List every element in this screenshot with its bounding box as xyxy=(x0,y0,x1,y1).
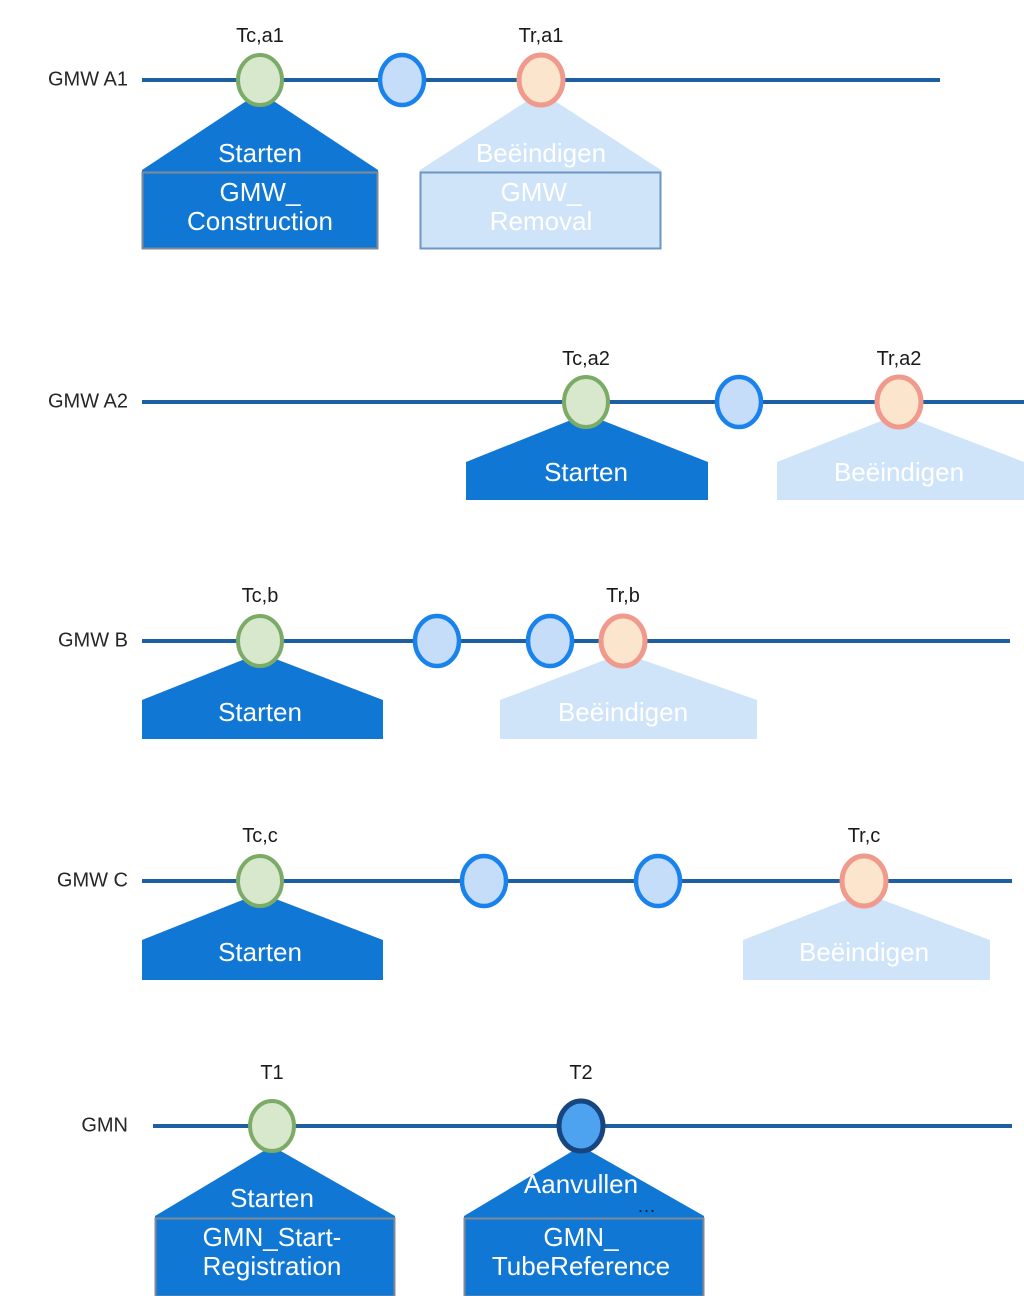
marker-orange-tr-a1[interactable] xyxy=(516,52,566,108)
banner-beeindigen-gmw-removal-pennant xyxy=(420,92,661,172)
marker-orange-tr-a2[interactable] xyxy=(874,374,924,430)
banner-starten-gmn-startregistration-pennant xyxy=(155,1146,395,1218)
banner-beeindigen-a2-pennant xyxy=(777,414,1024,500)
marker-orange-tr-b[interactable] xyxy=(598,613,648,669)
marker-blue-1[interactable] xyxy=(459,853,509,909)
tick-label-marker-green-tc-a1: Tc,a1 xyxy=(236,25,284,47)
row-label-gmn: GMN xyxy=(81,1114,128,1137)
marker-blue-2[interactable] xyxy=(633,853,683,909)
banner-aanvullen-gmn-tubereference-ellipsis-icon: ... xyxy=(638,1196,657,1216)
row-label-gmw-c: GMW C xyxy=(56,869,128,892)
marker-orange-tr-c[interactable] xyxy=(839,853,889,909)
marker-green-tc-b[interactable] xyxy=(236,614,284,668)
banner-starten-a2-pennant xyxy=(466,414,708,500)
row-label-gmw-b: GMW B xyxy=(58,629,128,652)
tick-label-marker-green-tc-b: Tc,b xyxy=(241,585,279,607)
row-label-gmw-a2: GMW A2 xyxy=(47,390,128,413)
marker-green-tc-c[interactable] xyxy=(236,854,284,908)
marker-blue-1[interactable] xyxy=(412,613,462,669)
marker-blue-1[interactable] xyxy=(377,52,427,108)
banner-beeindigen-gmw-removal-box xyxy=(419,171,662,250)
marker-green-tc-a2[interactable] xyxy=(562,375,610,429)
marker-blue-1[interactable] xyxy=(714,374,764,430)
banner-beeindigen-b-pennant xyxy=(500,653,757,739)
banner-starten-c-pennant xyxy=(142,893,383,980)
tick-label-marker-orange-tr-a1: Tr,a1 xyxy=(518,25,564,47)
banner-starten-gmw-construction-pennant xyxy=(142,92,378,172)
marker-blue-2[interactable] xyxy=(525,613,575,669)
marker-green-tc-a1[interactable] xyxy=(236,53,284,107)
banner-aanvullen-gmn-tubereference-box xyxy=(463,1217,705,1296)
tick-label-marker-green-t1: T1 xyxy=(260,1062,284,1084)
tick-label-marker-orange-tr-c: Tr,c xyxy=(847,825,881,847)
tick-label-marker-orange-tr-a2: Tr,a2 xyxy=(876,348,922,370)
marker-green-t1[interactable] xyxy=(248,1099,296,1153)
banner-starten-b-pennant xyxy=(142,653,383,739)
banner-beeindigen-c-pennant xyxy=(743,893,990,980)
marker-solidblue-t2[interactable] xyxy=(556,1098,606,1154)
banner-aanvullen-gmn-tubereference-pennant xyxy=(464,1146,704,1218)
tick-label-marker-green-tc-c: Tc,c xyxy=(242,825,278,847)
tick-label-marker-orange-tr-b: Tr,b xyxy=(606,585,640,607)
banner-starten-gmw-construction-box xyxy=(141,171,379,250)
banner-starten-gmn-startregistration-box xyxy=(154,1217,396,1296)
row-label-gmw-a1: GMW A1 xyxy=(47,68,128,91)
tick-label-marker-green-tc-a2: Tc,a2 xyxy=(562,348,610,370)
tick-label-marker-solidblue-t2: T2 xyxy=(569,1062,593,1084)
